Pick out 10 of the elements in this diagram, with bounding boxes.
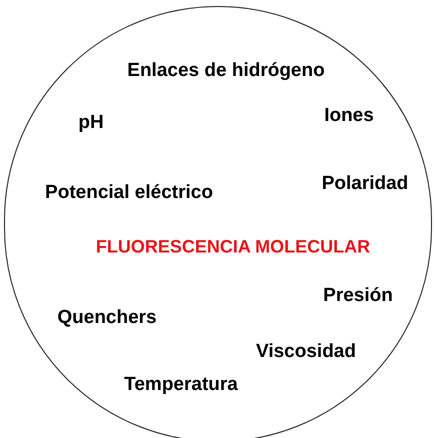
factor-label: Presión: [323, 284, 393, 308]
factor-label: pH: [78, 110, 104, 135]
factor-label: Quenchers: [57, 306, 157, 330]
factor-label: Temperatura: [124, 372, 238, 397]
center-title: FLUORESCENCIA MOLECULAR: [96, 236, 370, 258]
factor-label: Viscosidad: [256, 340, 356, 364]
factor-label: Enlaces de hidrógeno: [127, 58, 325, 83]
factor-label: Iones: [324, 104, 374, 128]
factor-label: Polaridad: [322, 172, 408, 196]
factor-label: Potencial eléctrico: [45, 180, 213, 205]
